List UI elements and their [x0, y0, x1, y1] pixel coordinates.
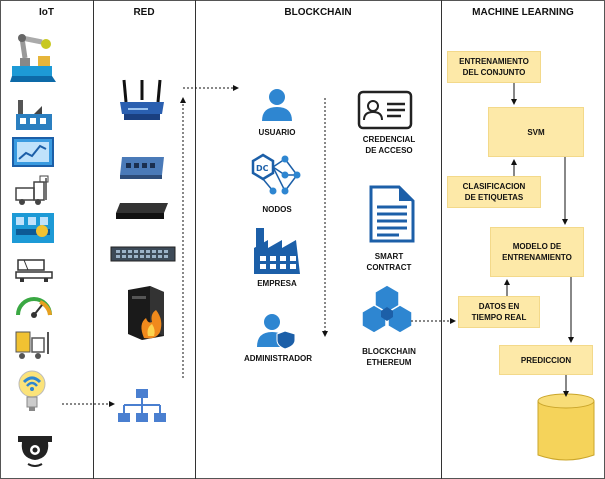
box-svm: SVM: [488, 107, 584, 157]
box-prediccion: PREDICCION: [499, 345, 593, 375]
box-entrenamiento-conjunto: ENTRENAMIENTO DEL CONJUNTO: [447, 51, 541, 83]
box-modelo: MODELO DE ENTRENAMIENTO: [490, 227, 584, 277]
nodes-icon: DC: [251, 153, 301, 195]
label-administrador: ADMINISTRADOR: [244, 354, 312, 363]
column-title-iot: IoT: [39, 7, 54, 18]
gauge-icon: [16, 297, 52, 318]
label-usuario: USUARIO: [258, 128, 296, 137]
switch-icon: [120, 157, 164, 179]
router-icon: [120, 79, 164, 120]
column-title-ml: MACHINE LEARNING: [472, 7, 574, 18]
column-title-red: RED: [133, 7, 155, 18]
ethereum-blockchain-icon: [361, 284, 413, 334]
column-divider: [93, 0, 94, 479]
firewall-icon: [128, 286, 164, 340]
smart-contract-icon: [369, 185, 415, 243]
column-divider: [195, 0, 196, 479]
label-nodos: NODOS: [262, 205, 292, 214]
user-icon: [262, 89, 292, 121]
label-smart-contract: SMART CONTRACT: [366, 252, 412, 272]
label-empresa: EMPRESA: [257, 279, 297, 288]
conveyor-icon: [12, 213, 54, 243]
network-hierarchy-icon: [118, 389, 166, 422]
credential-icon: [357, 90, 413, 130]
box-datos-tiempo-real: DATOS EN TIEMPO REAL: [458, 296, 540, 328]
scale-icon: [15, 259, 53, 282]
label-ethereum: BLOCKCHAIN ETHEREUM: [362, 347, 416, 367]
forklift-icon: [15, 175, 49, 205]
tablet-chart-icon: [12, 137, 54, 167]
switch-flat-icon: [116, 203, 168, 219]
database-icon: [537, 393, 595, 461]
smart-bulb-icon: [18, 370, 46, 411]
robot-arm-icon: [10, 34, 56, 82]
camera-icon: [18, 436, 52, 467]
admin-user-icon: [257, 314, 296, 350]
label-credencial: CREDENCIAL DE ACCESO: [362, 135, 416, 155]
rack-switch-icon: [110, 246, 176, 262]
column-divider: [441, 0, 442, 479]
factory-building-icon: [254, 228, 300, 274]
box-clasificacion: CLASIFICACION DE ETIQUETAS: [447, 176, 541, 208]
forklift-truck-icon: [15, 331, 49, 359]
nodes-icon-text: DC: [256, 164, 269, 173]
factory-icon: [16, 100, 52, 130]
column-title-blockchain: BLOCKCHAIN: [284, 7, 352, 18]
